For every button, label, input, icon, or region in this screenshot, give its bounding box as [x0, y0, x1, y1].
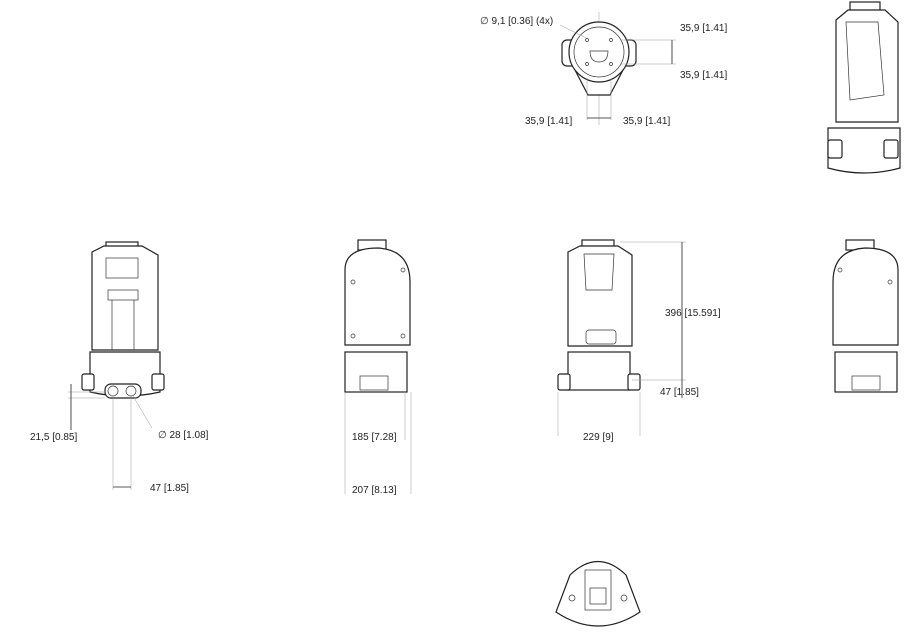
front-view: 21,5 [0.85] ∅ 28 [1.08] 47 [1.85]	[30, 241, 209, 494]
top-view: ∅ 9,1 [0.36] (4x) 35,9 [1.41] 35,9 [1.41…	[480, 12, 727, 127]
top-vertical-dim-1: 35,9 [1.41]	[680, 23, 727, 34]
rear-base-height-label: 47 [1.85]	[660, 387, 699, 398]
top-horizontal-dim-1: 35,9 [1.41]	[525, 116, 572, 127]
hole-diameter-label: ∅ 9,1 [0.36] (4x)	[480, 16, 553, 27]
rear-height-label: 396 [15.591]	[665, 308, 721, 319]
front-offset-label: 21,5 [0.85]	[30, 432, 77, 443]
top-vertical-dim-2: 35,9 [1.41]	[680, 70, 727, 81]
isometric-view	[827, 1, 901, 174]
bottom-view	[555, 561, 641, 627]
connector-diameter-label: ∅ 28 [1.08]	[158, 430, 209, 441]
rear-view: 396 [15.591] 47 [1.85] 229 [9]	[557, 239, 721, 443]
side-view-right	[832, 239, 899, 393]
side-view-left: 185 [7.28] 207 [8.13]	[344, 239, 412, 496]
rear-width-label: 229 [9]	[583, 432, 614, 443]
top-horizontal-dim-2: 35,9 [1.41]	[623, 116, 670, 127]
connector-spacing-label: 47 [1.85]	[150, 483, 189, 494]
side-total-width-label: 207 [8.13]	[352, 485, 397, 496]
side-base-width-label: 185 [7.28]	[352, 432, 397, 443]
